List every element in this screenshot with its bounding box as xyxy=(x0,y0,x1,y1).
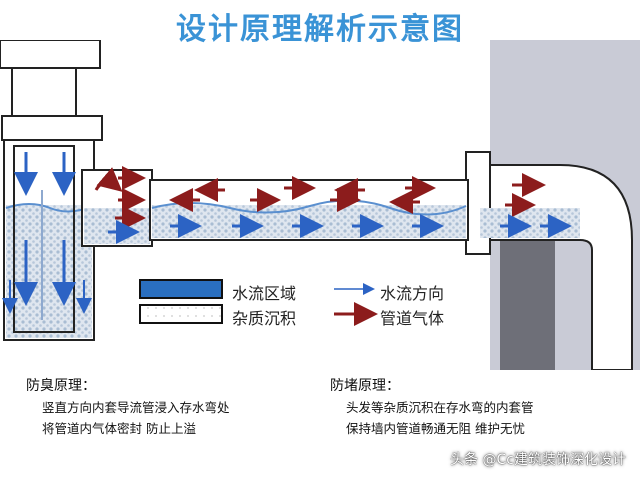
wall-flange xyxy=(465,151,491,255)
anti-clog-line2: 保持墙内管道畅通无阻 维护无忧 xyxy=(346,421,525,436)
inner-guide-tube xyxy=(13,145,75,333)
legend-swatch-water xyxy=(139,279,223,299)
wall-pipe-sediment xyxy=(480,208,580,238)
anti-odor-line1: 竖直方向内套导流管浸入存水弯处 xyxy=(42,400,230,415)
anti-odor-heading: 防臭原理： xyxy=(26,378,96,394)
legend-label-pipe-gas: 管道气体 xyxy=(380,309,445,328)
diagram-title: 设计原理解析示意图 xyxy=(176,12,464,47)
anti-clog-notes: 防堵原理： 头发等杂质沉积在存水弯的内套管 保持墙内管道畅通无阻 维护无忧 xyxy=(330,376,534,439)
trap-sediment xyxy=(6,205,92,338)
anti-odor-line2: 将管道内气体密封 防止上溢 xyxy=(42,421,196,436)
drainage-diagram xyxy=(0,40,640,370)
inlet-pipe-flange xyxy=(1,115,103,141)
anti-clog-line1: 头发等杂质沉积在存水弯的内套管 xyxy=(346,400,534,415)
legend-label-water-area: 水流区域 xyxy=(232,284,297,303)
legend-label-water-direction: 水流方向 xyxy=(380,284,445,303)
inlet-pipe-top xyxy=(0,40,101,69)
legend-label-sediment: 杂质沉积 xyxy=(232,309,297,328)
legend-swatch-sediment xyxy=(139,304,223,324)
anti-clog-heading: 防堵原理： xyxy=(330,378,400,394)
watermark: 头条 @Cc建筑装饰深化设计 xyxy=(450,452,626,468)
pipe-sediment xyxy=(152,205,466,238)
trap-outlet-sediment xyxy=(84,208,150,244)
anti-odor-notes: 防臭原理： 竖直方向内套导流管浸入存水弯处 将管道内气体密封 防止上溢 xyxy=(26,376,230,439)
inlet-pipe-neck xyxy=(11,67,77,117)
wall-block xyxy=(500,240,555,370)
